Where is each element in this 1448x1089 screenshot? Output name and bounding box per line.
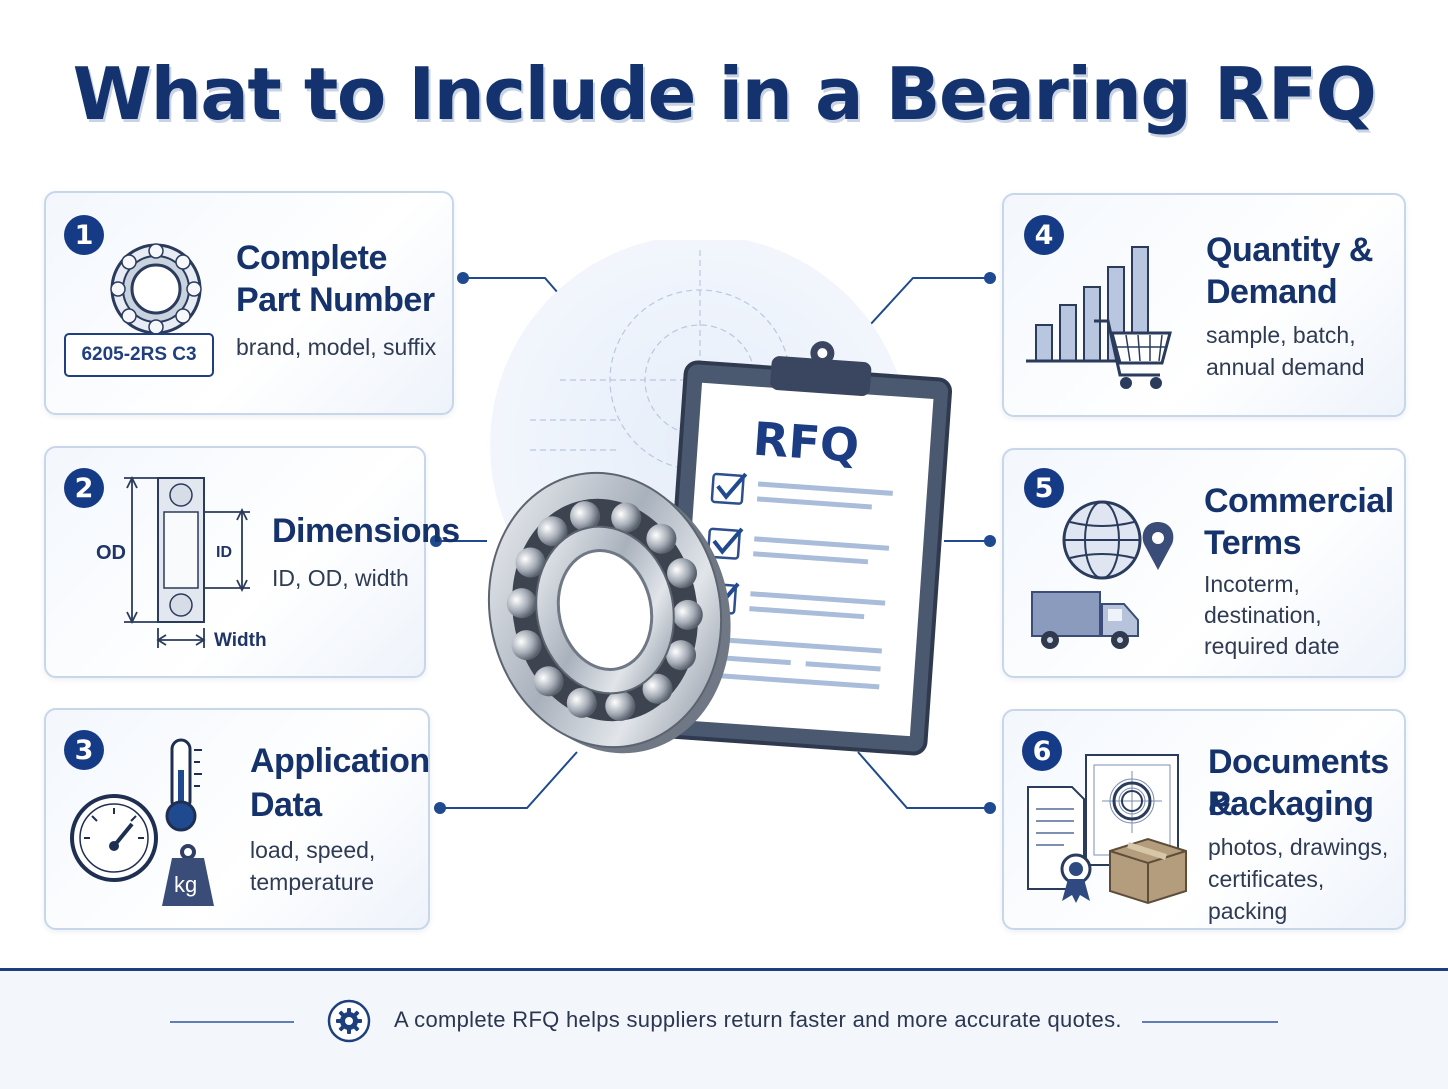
thermometer-icon [165,738,202,832]
footer-banner: A complete RFQ helps suppliers return fa… [0,968,1448,1089]
footer-rule-right [1142,1021,1278,1023]
card-title-line2: Packaging [1208,785,1374,823]
card-desc-line2: temperature [250,869,375,895]
bar-chart-cart-icon [1026,246,1172,389]
card-title-line2: Data [250,786,322,824]
weight-icon [162,844,214,906]
gauge-icon [70,794,158,882]
card-title-line1: Application [250,742,430,780]
card-documents-packaging: 6 Documents & Packaging photos, drawings… [1002,709,1406,930]
step-badge-2: 2 [64,468,104,508]
documents-box-icon [1027,754,1187,905]
card-part-number: 1 6205-2RS C3 Complete Part Number brand… [44,191,454,415]
card-desc-line1: sample, batch, [1206,322,1356,348]
clipboard-icon: RFQ [659,341,953,756]
dimension-diagram-icon [124,475,250,648]
od-label: OD [96,542,126,564]
footer-rule-left [170,1021,294,1023]
card-title-line1: Commercial [1204,482,1394,520]
card-title-line1: Dimensions [272,512,460,550]
step-badge-3: 3 [64,730,104,770]
step-badge-5: 5 [1024,468,1064,508]
id-label: ID [216,544,232,561]
connector-4 [857,277,990,339]
card-dimensions: 2 OD ID Width Dimensions ID, OD, width [44,446,460,678]
globe-location-icon [1062,500,1174,580]
card-title-line2: Part Number [236,281,435,319]
card-title-line1: Complete [236,239,387,277]
gear-icon [327,999,371,1043]
card-desc-line1: ID, OD, width [272,565,409,591]
connector-3 [440,751,578,809]
card-desc-line2: annual demand [1206,354,1365,380]
card-quantity-demand: 4 Quantity & Demand sample, batch, annua… [1002,193,1406,417]
card-desc-line1: brand, model, suffix [236,334,437,360]
part-number-label: 6205-2RS C3 [64,333,214,377]
card-title-line2: Terms [1204,524,1302,562]
truck-icon [1031,591,1139,649]
width-label: Width [214,630,267,651]
step-badge-6: 6 [1022,731,1062,771]
step-badge-4: 4 [1024,215,1064,255]
page-title: What to Include in a Bearing RFQ [72,52,1377,136]
connector-6 [857,751,990,809]
card-title-line2: Demand [1206,273,1338,311]
card-application-data: 3 kg Application Data load, speed, tempe… [44,708,430,930]
bearing-rfq-illustration: RFQ [487,240,953,756]
bearing-icon [110,243,202,335]
card-commercial-terms: 5 Commercial Terms Incoterm, destination… [1002,448,1406,678]
card-desc-line1: photos, drawings, [1208,834,1389,860]
card-title-line1: Documents & [1208,743,1389,823]
card-desc-line2: certificates, packing [1208,866,1325,924]
ball-bearing-icon [487,471,731,754]
clipboard-rfq-label: RFQ [751,412,860,473]
card-desc-line3: required date [1204,633,1340,659]
step-badge-1: 1 [64,215,104,255]
card-desc-line1: Incoterm, [1204,571,1300,597]
footer-text: A complete RFQ helps suppliers return fa… [394,1007,1122,1032]
card-desc-line2: destination, [1204,602,1322,628]
card-desc-line1: load, speed, [250,837,376,863]
weight-kg-label: kg [174,872,198,897]
card-title-line1: Quantity & [1206,231,1373,269]
